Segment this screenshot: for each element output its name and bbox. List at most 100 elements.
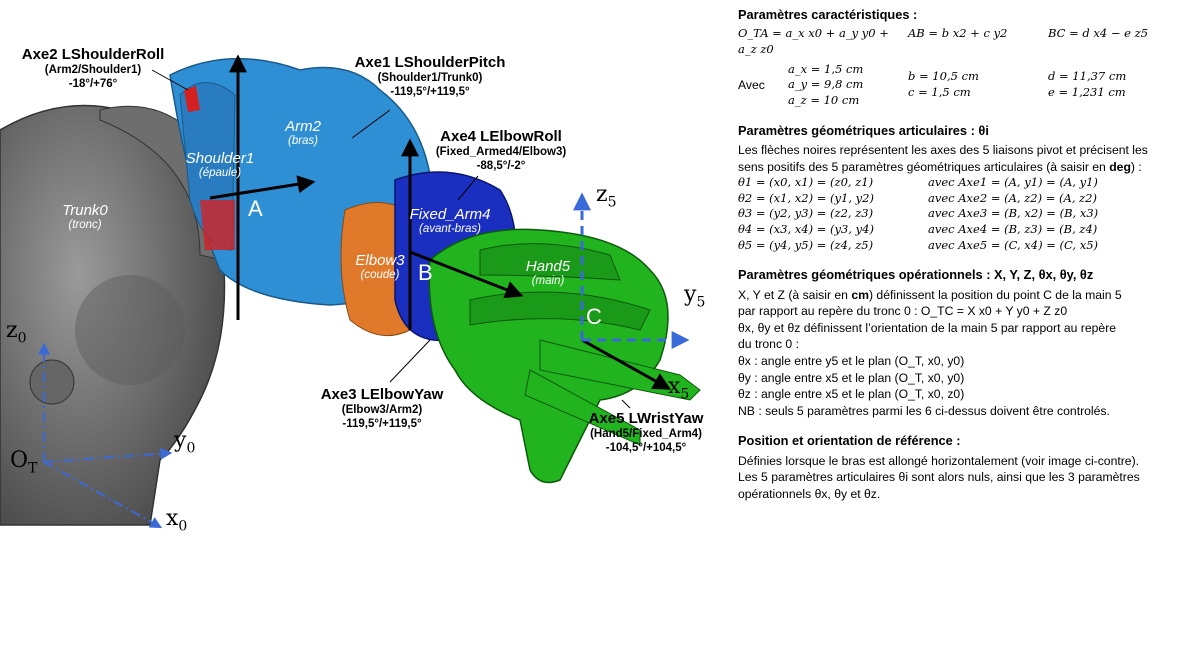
axe-4: avec Axe4 = (B, z3) = (B, z4): [928, 221, 1098, 236]
axis3-title: Axe3 LElbowYaw: [320, 386, 444, 403]
part-hand5-fr: (main): [531, 275, 565, 288]
theta-row-1: θ1 = (x0, x1) = (z0, z1) avec Axe1 = (A, …: [738, 175, 1194, 191]
axe-2: avec Axe2 = (A, z2) = (A, z2): [928, 190, 1097, 205]
axis1-sub: (Shoulder1/Trunk0): [377, 72, 483, 84]
eq-ab: AB = b x2 + c y2: [908, 26, 1008, 41]
articular-para-2a: sens positifs des 5 paramètres géométriq…: [738, 159, 1110, 174]
theta-3: θ3 = (y2, y3) = (z2, z3): [738, 206, 874, 221]
part-shoulder1-name: Shoulder1: [185, 150, 255, 167]
value-c: c = 1,5 cm: [908, 85, 971, 100]
axe-1: avec Axe1 = (A, y1) = (A, y1): [928, 175, 1098, 190]
point-b: B: [418, 260, 433, 285]
articular-para-2b: deg: [1109, 159, 1131, 174]
axis3-range: -119,5°/+119,5°: [342, 417, 422, 430]
vector-z5-letter: z: [596, 182, 608, 207]
operational-para-3: θx, θy et θz définissent l’orientation d…: [738, 320, 1117, 335]
operational-para-5: θx : angle entre y5 et le plan (O_T, x0,…: [738, 353, 965, 368]
axis1-title: Axe1 LShoulderPitch: [354, 54, 506, 71]
robot-arm-figure: Axe2 LShoulderRoll (Arm2/Shoulder1) -18°…: [0, 46, 716, 534]
operational-para-1b: cm: [851, 287, 869, 302]
robot-arm-drawing: [0, 54, 701, 529]
axis2-title: Axe2 LShoulderRoll: [21, 46, 165, 63]
vector-y0-letter: y: [174, 428, 187, 453]
value-ay: a_y = 9,8 cm: [788, 77, 864, 92]
vector-z5: z5: [596, 182, 617, 210]
elbow-body: [340, 202, 411, 337]
value-e: e = 1,231 cm: [1048, 85, 1126, 100]
section-operational-title: Paramètres géométriques opérationnels : …: [738, 267, 1094, 283]
axis3-label: Axe3 LElbowYaw (Elbow3/Arm2) -119,5°/+11…: [292, 386, 472, 432]
theta-2: θ2 = (x1, x2) = (y1, y2): [738, 190, 874, 205]
part-shoulder1-fr: (épaule): [198, 167, 242, 180]
part-arm2-fr: (bras): [287, 135, 319, 148]
axe-5: avec Axe5 = (C, x4) = (C, x5): [928, 237, 1099, 252]
theta-5: θ5 = (y4, y5) = (z4, z5): [738, 237, 874, 252]
reference-para-1: Définies lorsque le bras est allongé hor…: [738, 453, 1140, 468]
axis2-range: -18°/+76°: [68, 77, 118, 90]
vector-x0: x0: [166, 506, 187, 534]
value-d: d = 11,37 cm: [1048, 69, 1127, 84]
operational-para-6: θy : angle entre x5 et le plan (O_T, x0,…: [738, 370, 965, 385]
axis4-range: -88,5°/-2°: [476, 159, 526, 172]
value-ax: a_x = 1,5 cm: [788, 61, 864, 76]
axis5-title: Axe5 LWristYaw: [588, 410, 704, 427]
articular-para-2: sens positifs des 5 paramètres géométriq…: [738, 159, 1194, 176]
part-fixed-arm4-fr: (avant-bras): [419, 223, 481, 236]
reference-para-2: Les 5 paramètres articulaires θi sont al…: [738, 470, 1140, 485]
reference-para-3: opérationnels θx, θy et θz.: [738, 486, 881, 501]
eq-bc: BC = d x4 − e z5: [1048, 26, 1149, 41]
section-reference-title: Position et orientation de référence :: [738, 433, 961, 449]
section-characteristics-title: Paramètres caractéristiques :: [738, 7, 918, 22]
part-trunk0-name: Trunk0: [62, 202, 108, 219]
operational-para-1: X, Y et Z (à saisir en cm) définissent l…: [738, 287, 1194, 304]
vector-y0: y0: [174, 428, 195, 456]
eq-ota: O_TA = a_x x0 + a_y y0 + a_z z0: [738, 26, 889, 57]
operational-para-1c: ) définissent la position du point C de …: [868, 287, 1122, 302]
section-operational: Paramètres géométriques opérationnels : …: [738, 266, 1194, 419]
vector-y0-index: 0: [186, 440, 196, 457]
origin-index: T: [28, 460, 38, 477]
axis4-title: Axe4 LElbowRoll: [440, 128, 562, 145]
part-trunk0-fr: (tronc): [68, 219, 102, 232]
axis2-label: Axe2 LShoulderRoll (Arm2/Shoulder1) -18°…: [8, 46, 178, 92]
theta-4: θ4 = (x3, x4) = (y3, y4): [738, 221, 874, 236]
vector-x0-letter: x: [166, 506, 179, 531]
point-a: A: [248, 196, 263, 221]
axis5-label: Axe5 LWristYaw (Hand5/Fixed_Arm4) -104,5…: [576, 410, 716, 456]
theta-1: θ1 = (x0, x1) = (z0, z1): [738, 175, 874, 190]
operational-nb: NB : seuls 5 paramètres parmi les 6 ci-d…: [738, 403, 1110, 418]
axis5-sub: (Hand5/Fixed_Arm4): [590, 428, 702, 440]
value-b: b = 10,5 cm: [908, 69, 979, 84]
part-arm2-name: Arm2: [285, 118, 321, 135]
operational-para-4: du tronc 0 :: [738, 337, 799, 352]
avec-label: Avec: [738, 77, 765, 92]
section-articular-title: Paramètres géométriques articulaires : θ…: [738, 122, 989, 138]
theta-row-4: θ4 = (x3, x4) = (y3, y4) avec Axe4 = (B, …: [738, 222, 1194, 238]
vector-x5-index: 5: [680, 386, 690, 403]
vector-y5: y5: [684, 282, 705, 310]
bc-values: b = 10,5 cm c = 1,5 cm: [908, 69, 1048, 100]
theta-row-5: θ5 = (y4, y5) = (z4, z5) avec Axe5 = (C, …: [738, 238, 1194, 254]
characteristics-values: Avec a_x = 1,5 cm a_y = 9,8 cm a_z = 10 …: [738, 62, 1194, 109]
axis4-sub: (Fixed_Armed4/Elbow3): [435, 146, 567, 158]
part-elbow3-name: Elbow3: [355, 252, 405, 269]
parameters-panel: Paramètres caractéristiques : O_TA = a_x…: [738, 6, 1194, 516]
part-hand5-name: Hand5: [525, 258, 571, 275]
theta-row-3: θ3 = (y2, y3) = (z2, z3)avec Axe3 = (B, …: [738, 206, 1194, 222]
axis1-label: Axe1 LShoulderPitch (Shoulder1/Trunk0) -…: [330, 54, 530, 100]
vector-x0-index: 0: [178, 518, 188, 535]
characteristics-equations: O_TA = a_x x0 + a_y y0 + a_z z0 AB = b x…: [738, 26, 1194, 57]
vector-z5-index: 5: [607, 194, 617, 211]
trunk-logo: [29, 359, 75, 405]
a-values: a_x = 1,5 cm a_y = 9,8 cm a_z = 10 cm: [788, 62, 908, 109]
vector-z0: z0: [6, 318, 27, 346]
vector-y5-index: 5: [696, 294, 706, 311]
articular-para-2c: ) :: [1130, 159, 1142, 174]
part-shoulder1: Shoulder1 (épaule): [170, 150, 270, 180]
axis2-sub: (Arm2/Shoulder1): [44, 64, 142, 76]
section-articular: Paramètres géométriques articulaires : θ…: [738, 122, 1194, 254]
vector-x5: x5: [668, 374, 689, 402]
part-fixed-arm4: Fixed_Arm4 (avant-bras): [400, 206, 500, 236]
operational-para-2: par rapport au repère du tronc 0 : O_TC …: [738, 304, 1068, 319]
vector-z0-index: 0: [17, 330, 27, 347]
